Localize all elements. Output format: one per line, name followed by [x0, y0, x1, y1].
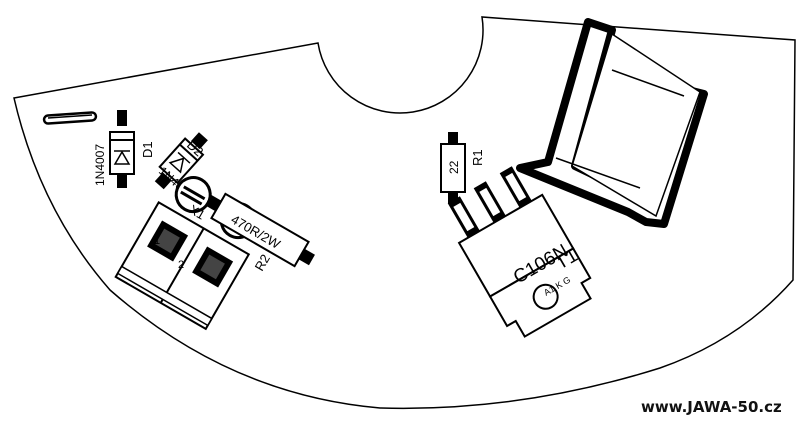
x1-pin2-label: 2 — [178, 259, 184, 271]
diode-d1: D1 1N4007 — [93, 110, 155, 188]
d1-ref: D1 — [140, 141, 155, 158]
r2-ref: R2 — [252, 252, 273, 274]
resistor-r1: 22 R1 — [440, 132, 485, 204]
r1-ref: R1 — [470, 149, 485, 166]
r1-value: 22 — [447, 160, 461, 174]
x1-pin1-label: 1 — [154, 235, 160, 247]
x1-ref: X1 — [187, 202, 208, 223]
d1-value: 1N4007 — [93, 144, 107, 186]
heatsink — [516, 18, 708, 228]
board-outline — [13, 16, 796, 410]
wire-jumper — [42, 111, 98, 125]
watermark: www.JAWA-50.cz — [641, 398, 782, 416]
thyristor-t1: C106N T1 A1 K G — [447, 166, 592, 338]
